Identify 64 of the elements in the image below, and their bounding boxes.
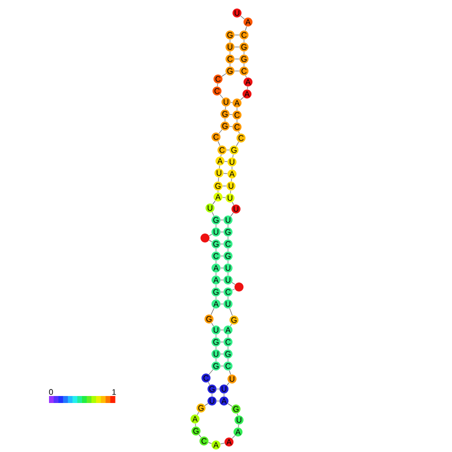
backbone-line [197,412,199,416]
base-pair-line [234,58,240,60]
backbone-line [230,212,234,216]
backbone-line [219,165,220,169]
backbone-line [226,382,230,386]
backbone-line [220,154,222,157]
backbone-line [245,75,247,78]
base-pair-line [234,46,240,48]
base-pair-line [234,70,240,72]
scale-label: 1 [112,389,116,395]
base-pair-line [223,173,228,174]
backbone-line [208,240,212,242]
backbone-line [240,96,244,100]
backbone-line [232,288,235,290]
backbone-line [218,177,219,182]
backbone-line [232,202,234,206]
backbone-line [218,129,222,134]
backbone-line [232,282,236,285]
backbone-line [212,212,214,216]
backbone-line [238,424,239,428]
nucleotide-circle [200,234,210,242]
backbone-line [212,200,216,204]
backbone-line [232,435,236,439]
backbone-line [210,308,214,315]
backbone-line [198,434,202,438]
backbone-line [220,94,224,99]
base-pair-line [234,34,240,36]
backbone-line [208,234,212,236]
backbone-line [208,369,214,375]
base-pair-line [230,102,233,103]
backbone-line [220,442,225,444]
nucleotide-circle [234,282,244,292]
backbone-line [195,423,196,427]
backbone-line [236,107,238,111]
backbone-line [232,154,234,158]
backbone-line [236,119,238,123]
backbone-line [238,131,240,134]
base-pair-line [216,388,220,390]
backbone-line [229,370,231,375]
backbone-line [236,142,239,146]
base-pair-line [222,197,226,198]
backbone-line [218,141,220,146]
base-pair-line [229,114,233,115]
backbone-line [230,190,231,194]
backbone-line [204,403,208,406]
backbone-line [237,413,238,416]
backbone-line [245,26,247,31]
backbone-line [211,322,214,326]
backbone-line [224,118,226,122]
backbone-line [231,178,232,182]
backbone-line [217,83,218,87]
backbone-line [222,73,226,77]
backbone-line [229,308,233,316]
backbone-line [225,106,226,110]
backbone-line [230,324,232,326]
backbone-line [247,86,248,90]
scale-label: 0 [49,389,53,395]
base-pair-line [216,400,220,402]
base-pair-line [224,161,228,162]
backbone-line [208,382,210,386]
backbone-line [240,16,245,20]
backbone-line [228,403,232,407]
backbone-line [208,442,212,444]
base-pair-line [229,126,233,127]
